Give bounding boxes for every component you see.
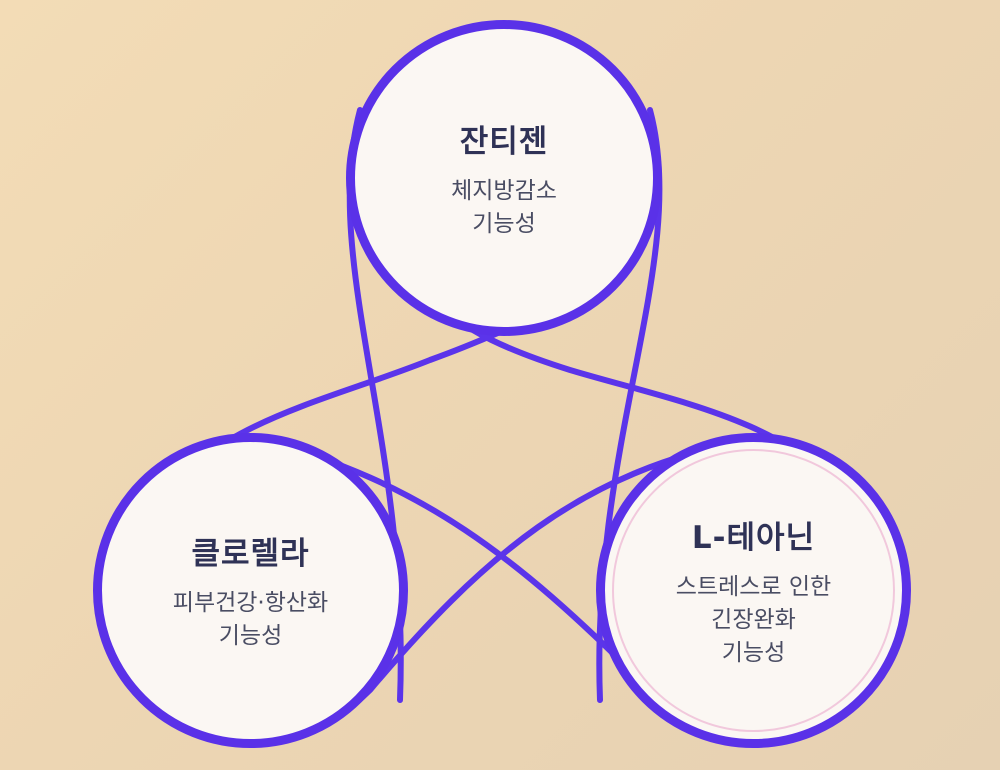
node-chlorella: 클로렐라 피부건강·항산화 기능성 — [93, 433, 408, 748]
node-desc-line: 스트레스로 인한 — [675, 573, 832, 600]
node-xanthigen: 잔티젠 체지방감소 기능성 — [346, 20, 662, 336]
node-l-theanine: L-테아닌 스트레스로 인한 긴장완화 기능성 — [596, 433, 911, 748]
node-title-chlorella: 클로렐라 — [191, 536, 310, 572]
node-title-xanthigen: 잔티젠 — [459, 123, 549, 160]
node-desc-line: 기능성 — [472, 210, 536, 237]
node-title-l-theanine: L-테아닌 — [691, 519, 816, 556]
node-desc-line: 체지방감소 — [451, 177, 557, 204]
node-desc-line: 긴장완화 — [711, 606, 796, 633]
node-desc-line: 기능성 — [721, 639, 786, 666]
node-desc-line: 피부건강·항산화 — [172, 590, 329, 616]
node-desc-line: 기능성 — [218, 623, 283, 649]
